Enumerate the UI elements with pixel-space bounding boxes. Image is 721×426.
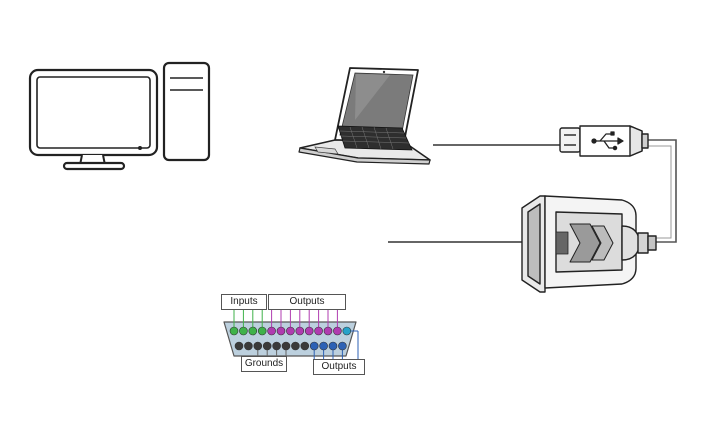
pin-top-9 — [304, 326, 314, 336]
parallel-adapter-icon — [521, 195, 657, 293]
db25-pinout — [223, 310, 359, 359]
pin-bottom-2 — [244, 341, 253, 351]
pin-top-8 — [295, 326, 305, 336]
pin-top-7 — [286, 326, 295, 336]
pin-bottom-6 — [281, 341, 291, 351]
label-grounds: Grounds — [241, 356, 287, 372]
pin-bottom-4 — [262, 341, 272, 351]
pins-bottom-row — [234, 341, 347, 351]
pin-top-11 — [323, 326, 333, 336]
laptop-icon — [298, 67, 431, 165]
desktop-computer-icon — [28, 61, 211, 171]
pin-top-2 — [239, 326, 248, 336]
pin-top-1 — [229, 326, 239, 336]
pin-top-12 — [333, 326, 342, 336]
pin-top-3 — [248, 326, 258, 336]
pin-bottom-12 — [338, 341, 347, 351]
cables — [388, 139, 677, 243]
pin-top-5 — [267, 326, 276, 336]
pin-top-10 — [314, 326, 323, 336]
usb-plug-icon — [559, 125, 649, 157]
pin-top-6 — [276, 326, 286, 336]
pin-bottom-8 — [300, 341, 310, 351]
pin-bottom-10 — [319, 341, 328, 351]
pin-bottom-5 — [272, 341, 281, 351]
label-outputs-bottom: Outputs — [313, 359, 365, 375]
label-inputs: Inputs — [221, 294, 267, 310]
pin-bottom-9 — [309, 341, 319, 351]
pin-bottom-1 — [234, 341, 244, 351]
pin-top-13 — [342, 326, 352, 336]
pin-bottom-7 — [291, 341, 300, 351]
label-outputs-top: Outputs — [268, 294, 346, 310]
leader-lines — [233, 310, 359, 359]
pin-bottom-3 — [253, 341, 263, 351]
pin-top-4 — [257, 326, 267, 336]
pin-bottom-11 — [328, 341, 338, 351]
pins-top-row — [229, 326, 352, 336]
